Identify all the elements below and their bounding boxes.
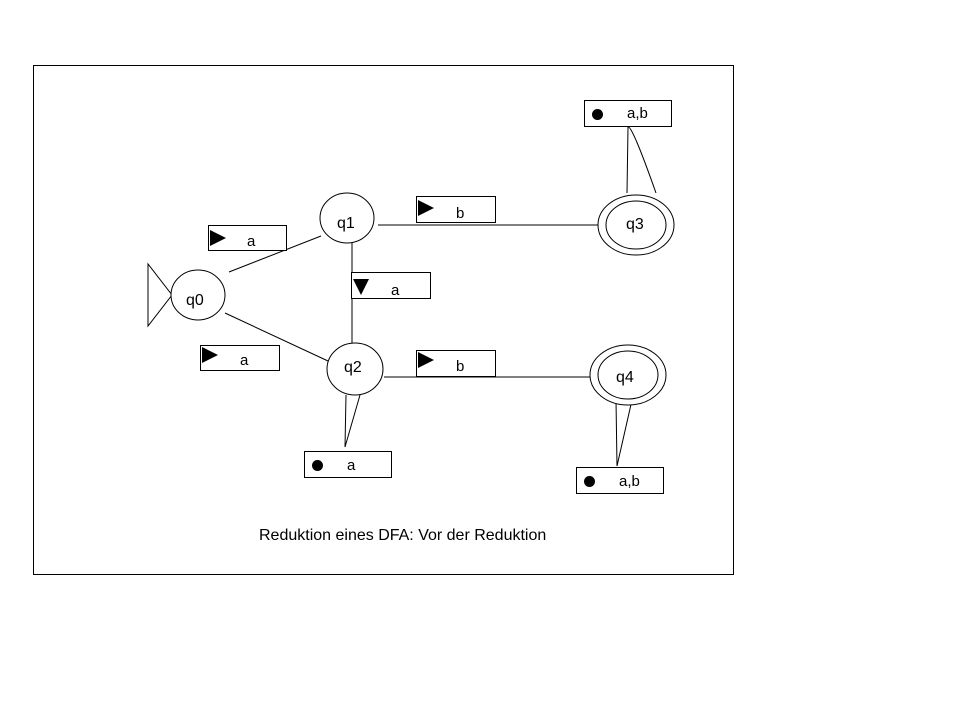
edge-label-text: a,b [619, 473, 640, 490]
state-q4-inner [597, 350, 659, 400]
edge-label-text: a [391, 282, 400, 299]
edge-label-text: a [240, 352, 249, 369]
state-label-q0: q0 [186, 292, 204, 309]
state-q3-inner [605, 200, 667, 250]
loop-dot-icon [312, 460, 323, 471]
loop-q3 [626, 126, 657, 194]
loop-dot-icon [584, 476, 595, 487]
edge-label-text: a [347, 457, 356, 474]
state-label-q4: q4 [616, 369, 634, 386]
loop-dot-icon [592, 109, 603, 120]
edge-label-q0-q2: a [200, 345, 280, 371]
edge-label-text: a [247, 233, 256, 250]
edge-label-text: b [456, 358, 465, 375]
edge-label-q1-q3: b [416, 196, 496, 223]
state-q2 [326, 342, 384, 396]
direction-arrow-icon [210, 230, 226, 246]
state-q0 [170, 269, 226, 321]
direction-arrow-icon [418, 200, 434, 216]
direction-arrow-icon [202, 347, 218, 363]
loop-q4 [615, 399, 633, 467]
state-label-q1: q1 [337, 215, 355, 232]
edge-label-q1-q2: a [351, 272, 431, 299]
state-label-q2: q2 [344, 359, 362, 376]
loop-q2 [344, 394, 361, 448]
diagram-caption: Reduktion eines DFA: Vor der Reduktion [259, 527, 547, 544]
direction-arrow-down-icon [353, 279, 369, 295]
edge-q0-q2 [224, 312, 329, 362]
edge-label-q2-loop: a [304, 451, 392, 478]
edge-label-q3-loop: a,b [584, 100, 672, 127]
state-q1 [319, 192, 375, 244]
edge-label-q0-q1: a [208, 225, 287, 251]
edge-label-text: a,b [627, 105, 648, 122]
edge-label-q4-loop: a,b [576, 467, 664, 494]
edge-label-text: b [456, 205, 465, 222]
state-label-q3: q3 [626, 216, 644, 233]
start-marker [147, 262, 173, 328]
diagram-frame [33, 65, 734, 575]
edge-q0-q1 [228, 235, 322, 273]
edge-label-q2-q4: b [416, 350, 496, 377]
direction-arrow-icon [418, 352, 434, 368]
